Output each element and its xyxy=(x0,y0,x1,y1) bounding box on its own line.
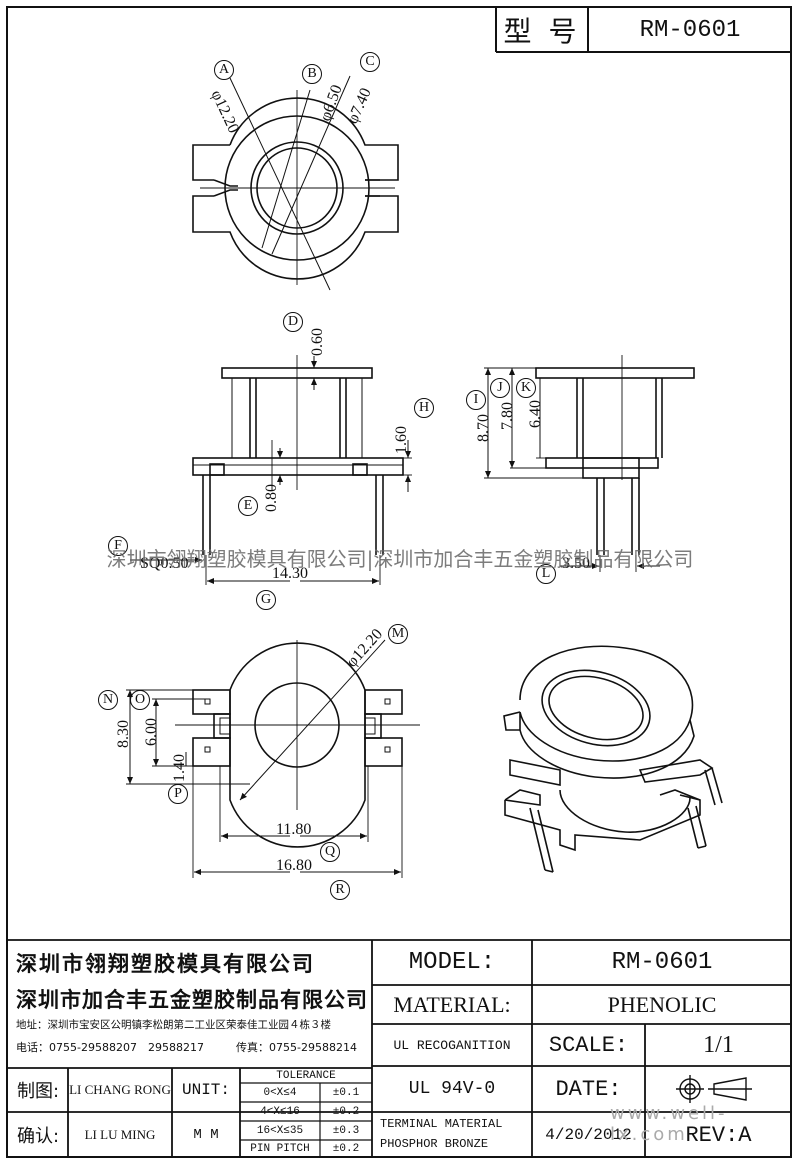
dim-P-value: 1.40 xyxy=(171,754,188,782)
tolerance-range: 0<X≤4 xyxy=(263,1086,297,1099)
marker-L: L xyxy=(536,564,556,584)
dim-E-value: 0.80 xyxy=(263,484,280,512)
tolerance-value: ±0.3 xyxy=(332,1124,360,1137)
dim-K-value: 6.40 xyxy=(527,400,544,428)
marker-H: H xyxy=(414,398,434,418)
dim-R-value: 16.80 xyxy=(276,857,312,874)
tolerance-range: 16<X≤35 xyxy=(256,1124,304,1137)
dim-N-value: 8.30 xyxy=(115,720,132,748)
company-phone: 电话：0755-29588207 29588217 xyxy=(16,1041,204,1054)
side-view xyxy=(484,355,695,572)
marker-G: G xyxy=(256,590,276,610)
unit-value: M M xyxy=(193,1127,219,1143)
marker-N: N xyxy=(98,690,118,710)
marker-I: I xyxy=(466,390,486,410)
company-name-1: 深圳市翎翔塑胶模具有限公司 xyxy=(16,952,315,976)
marker-K: K xyxy=(516,378,536,398)
model-label-cn: 型 号 xyxy=(503,15,581,48)
isometric-view xyxy=(503,645,723,873)
marker-Q: Q xyxy=(320,842,340,862)
ul-value: UL 94V-0 xyxy=(408,1079,496,1099)
company-name-2: 深圳市加合丰五金塑胶制品有限公司 xyxy=(16,988,368,1012)
drawn-by: LI CHANG RONG xyxy=(69,1082,171,1097)
material-label: MATERIAL: xyxy=(393,991,511,1017)
tolerance-range: 4<X≤16 xyxy=(260,1105,300,1118)
bottom-view xyxy=(126,639,420,878)
dim-O-value: 6.00 xyxy=(143,718,160,746)
date-value: 4/20/2012 xyxy=(545,1126,632,1144)
checked-label: 确认: xyxy=(16,1126,60,1147)
dim-F-value: SQ0.50 xyxy=(140,555,189,572)
marker-F: F xyxy=(108,536,128,556)
dim-H-value: 1.60 xyxy=(393,426,410,454)
ul-label: UL RECOGANITION xyxy=(393,1037,511,1053)
date-label: DATE: xyxy=(555,1076,622,1102)
material-value: PHENOLIC xyxy=(607,991,717,1017)
unit-label: UNIT: xyxy=(181,1081,230,1099)
title-block-lines xyxy=(6,939,792,1158)
model-header-value: RM-0601 xyxy=(639,16,741,44)
tolerance-range: PIN PITCH xyxy=(250,1143,310,1155)
terminal-value: PHOSPHOR BRONZE xyxy=(380,1137,489,1151)
dim-D-value: 0.60 xyxy=(309,328,326,356)
dim-L-value: 3.50 xyxy=(562,555,590,572)
dim-J-value: 7.80 xyxy=(499,402,516,430)
scale-label: SCALE: xyxy=(548,1032,629,1058)
marker-C: C xyxy=(360,52,380,72)
model-value: RM-0601 xyxy=(611,949,713,976)
model-label: MODEL: xyxy=(408,949,496,976)
marker-R: R xyxy=(330,880,350,900)
marker-J: J xyxy=(490,378,510,398)
front-view xyxy=(130,355,412,585)
marker-E: E xyxy=(238,496,258,516)
marker-M: M xyxy=(388,624,408,644)
dim-G-value: 14.30 xyxy=(272,565,308,582)
dim-I-value: 8.70 xyxy=(475,414,492,442)
company-fax: 传真：0755-29588214 xyxy=(236,1041,357,1054)
company-address: 地址：深圳市宝安区公明镇李松朗第二工业区荣泰佳工业园４栋３楼 xyxy=(16,1019,331,1031)
scale-value: 1/1 xyxy=(703,1031,734,1058)
revision-label: REV:A xyxy=(685,1122,752,1148)
tolerance-value: ±0.1 xyxy=(332,1086,360,1099)
marker-P: P xyxy=(168,784,188,804)
drawn-label: 制图: xyxy=(16,1081,60,1102)
projection-symbol-icon xyxy=(676,1075,752,1103)
marker-B: B xyxy=(302,64,322,84)
marker-D: D xyxy=(283,312,303,332)
tolerance-value: ±0.2 xyxy=(332,1105,360,1118)
marker-O: O xyxy=(130,690,150,710)
drawing-frame xyxy=(6,6,792,1158)
tolerance-value: ±0.2 xyxy=(332,1143,360,1155)
top-view xyxy=(192,75,399,291)
tolerance-label: TOLERANCE xyxy=(276,1069,336,1082)
checked-by: LI LU MING xyxy=(84,1127,156,1142)
marker-A: A xyxy=(214,60,234,80)
dim-Q-value: 11.80 xyxy=(276,821,312,838)
watermark-text: 深圳市翎翔塑胶模具有限公司|深圳市加合丰五金塑胶制品有限公司 xyxy=(106,547,694,571)
watermark-site: www.well-lx.com xyxy=(610,1103,728,1145)
terminal-label: TERMINAL MATERIAL xyxy=(380,1117,503,1131)
